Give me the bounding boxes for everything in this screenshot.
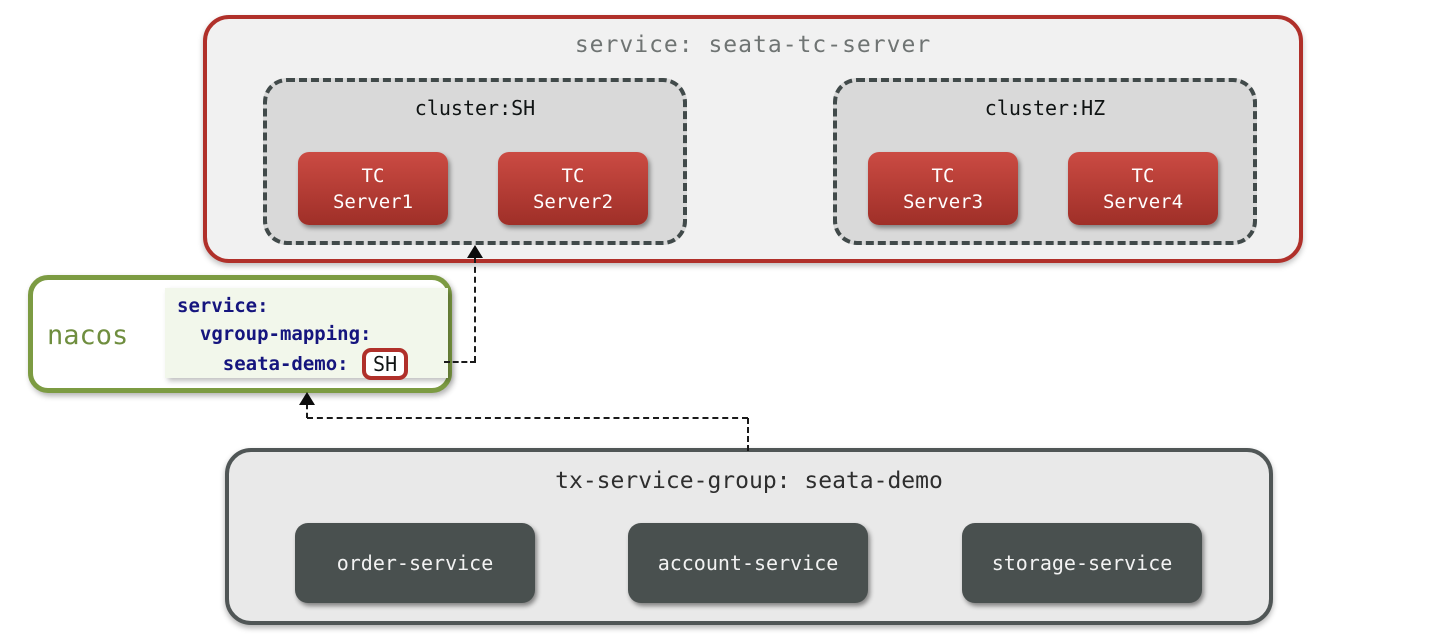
- storage-service-label: storage-service: [991, 551, 1173, 575]
- sh-mapping-badge: SH: [362, 348, 409, 380]
- storage-service-node: storage-service: [962, 523, 1202, 603]
- tc-server4-node: TC Server4: [1068, 152, 1218, 225]
- connector-sh-to-cluster-horizontal: [444, 361, 476, 363]
- tc-server1-node: TC Server1: [298, 152, 448, 225]
- tc-server1-line1: TC: [361, 164, 385, 187]
- config-line-vgroup-mapping: vgroup-mapping:: [177, 323, 372, 345]
- cluster-hz-label: cluster:HZ: [984, 96, 1106, 120]
- arrowhead-to-nacos: [299, 392, 315, 405]
- order-service-node: order-service: [295, 523, 535, 603]
- cluster-hz-box: cluster:HZ TC Server3 TC Server4: [833, 78, 1257, 245]
- nacos-config-snippet: service: vgroup-mapping: seata-demo: SH: [165, 288, 448, 380]
- tx-service-group-title: tx-service-group: seata-demo: [555, 468, 943, 494]
- connector-sh-to-cluster-vertical: [474, 257, 476, 362]
- tx-service-group-container: tx-service-group: seata-demo order-servi…: [225, 448, 1273, 625]
- tc-server2-node: TC Server2: [498, 152, 648, 225]
- config-line-seata-demo-text: seata-demo:: [177, 353, 361, 375]
- tc-server1-line2: Server1: [332, 190, 414, 213]
- account-service-label: account-service: [657, 551, 839, 575]
- arrowhead-to-cluster-sh: [467, 245, 483, 258]
- cluster-sh-label: cluster:SH: [414, 96, 536, 120]
- config-line-service: service:: [177, 295, 269, 317]
- order-service-label: order-service: [336, 551, 494, 575]
- nacos-box: nacos service: vgroup-mapping: seata-dem…: [28, 275, 452, 393]
- config-line-seata-demo: seata-demo: SH: [177, 348, 440, 380]
- tc-server-group-title: service: seata-tc-server: [574, 32, 932, 58]
- tc-server2-line1: TC: [561, 164, 585, 187]
- tc-server4-line1: TC: [1131, 164, 1155, 187]
- connector-tx-to-nacos-vertical-left: [306, 404, 308, 418]
- tc-server3-line2: Server3: [902, 190, 984, 213]
- cluster-sh-box: cluster:SH TC Server1 TC Server2: [263, 78, 687, 245]
- nacos-label: nacos: [47, 320, 129, 351]
- tc-server2-line2: Server2: [532, 190, 614, 213]
- tc-server3-node: TC Server3: [868, 152, 1018, 225]
- account-service-node: account-service: [628, 523, 868, 603]
- connector-tx-to-nacos-vertical-right: [747, 418, 749, 451]
- tc-server3-line1: TC: [931, 164, 955, 187]
- connector-tx-to-nacos-horizontal: [307, 417, 748, 419]
- tc-server4-line2: Server4: [1102, 190, 1184, 213]
- tc-server-group-container: service: seata-tc-server cluster:SH TC S…: [203, 15, 1303, 263]
